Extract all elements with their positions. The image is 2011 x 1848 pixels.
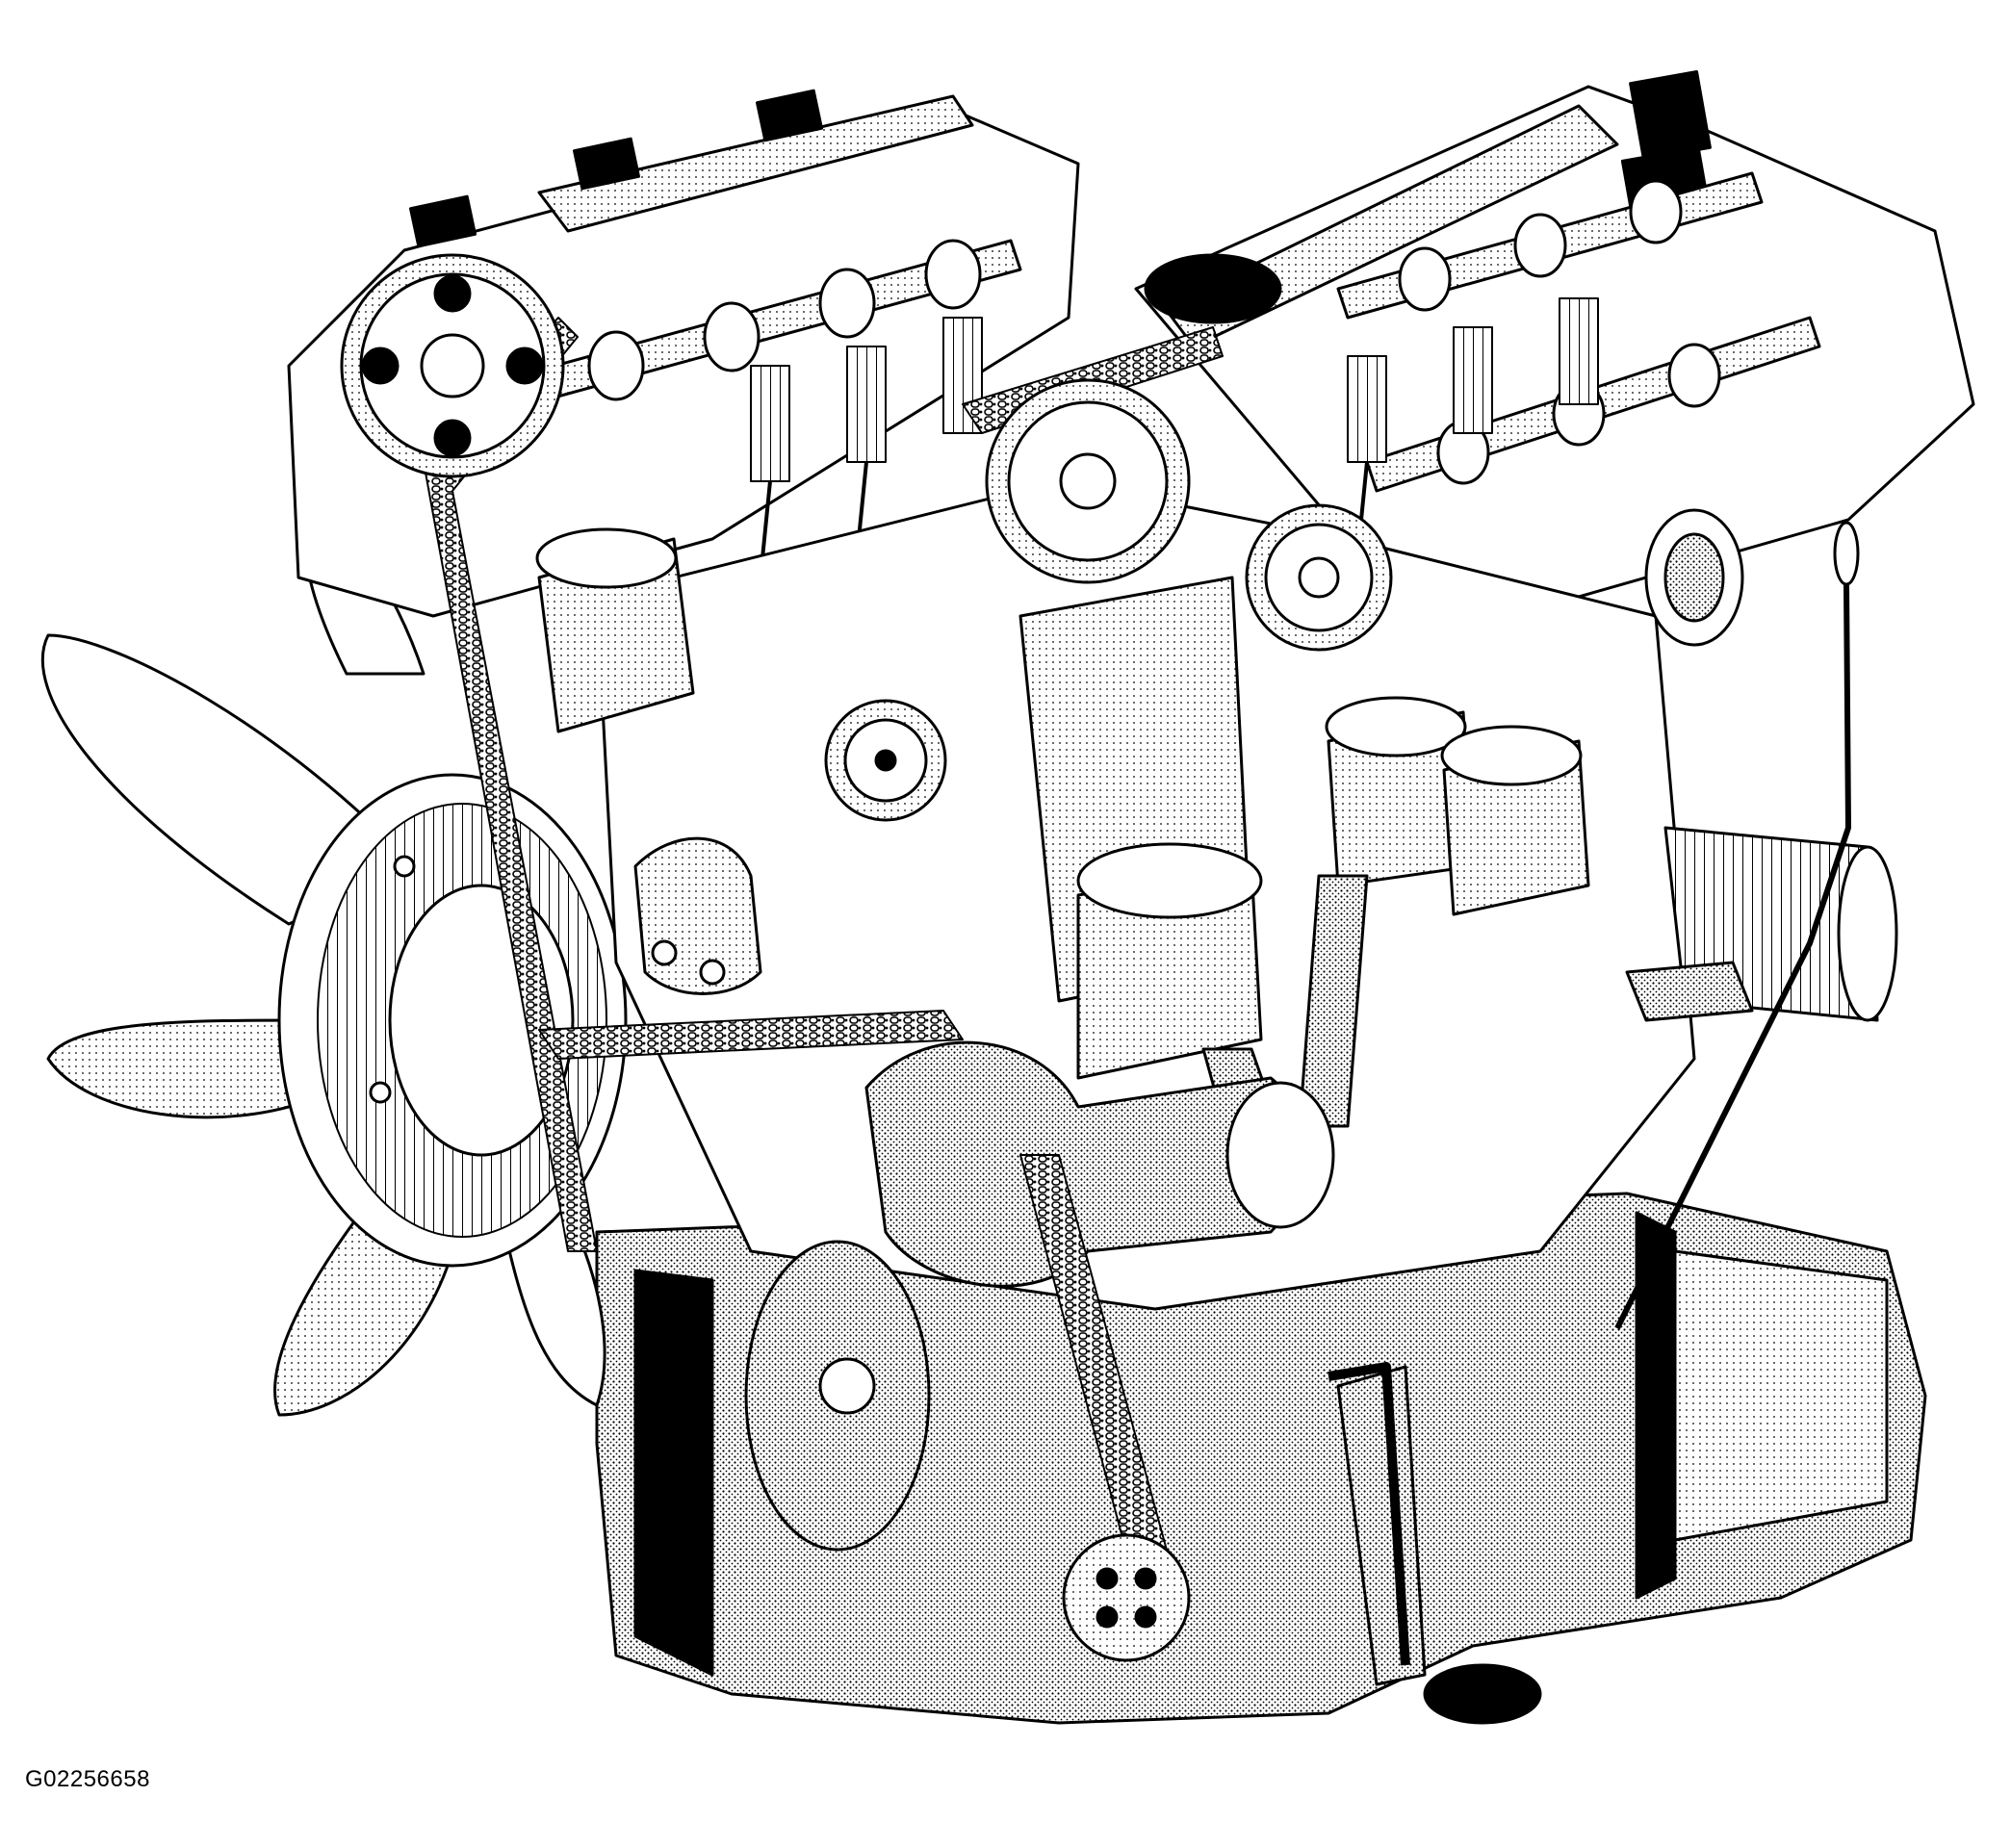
- piston: [1076, 842, 1263, 1080]
- figure-id-label: G02256658: [25, 1766, 150, 1792]
- left-camshaft: [518, 239, 1022, 406]
- oil-pump-sprocket: [1062, 1533, 1191, 1662]
- piston: [535, 527, 695, 733]
- balance-shaft-gear: [824, 699, 947, 822]
- oil-filter: [1625, 826, 1898, 1022]
- piston: [1440, 725, 1590, 916]
- fan-clutch: [277, 773, 628, 1268]
- piston: [1325, 696, 1475, 887]
- crankshaft: [864, 1040, 1335, 1288]
- crankshaft-pulley: [744, 1240, 931, 1552]
- oil-pan: [595, 1192, 1927, 1725]
- water-pump: [633, 836, 762, 995]
- idler-sprocket: [1245, 503, 1393, 652]
- right-cam-sprocket: [985, 378, 1191, 584]
- coolant-outlet: [1644, 508, 1744, 647]
- left-cam-sprocket: [340, 253, 565, 478]
- dipstick: [1614, 521, 1860, 1330]
- oil-pickup-tube: [1328, 1362, 1410, 1666]
- right-cylinder-head: [1134, 70, 1975, 599]
